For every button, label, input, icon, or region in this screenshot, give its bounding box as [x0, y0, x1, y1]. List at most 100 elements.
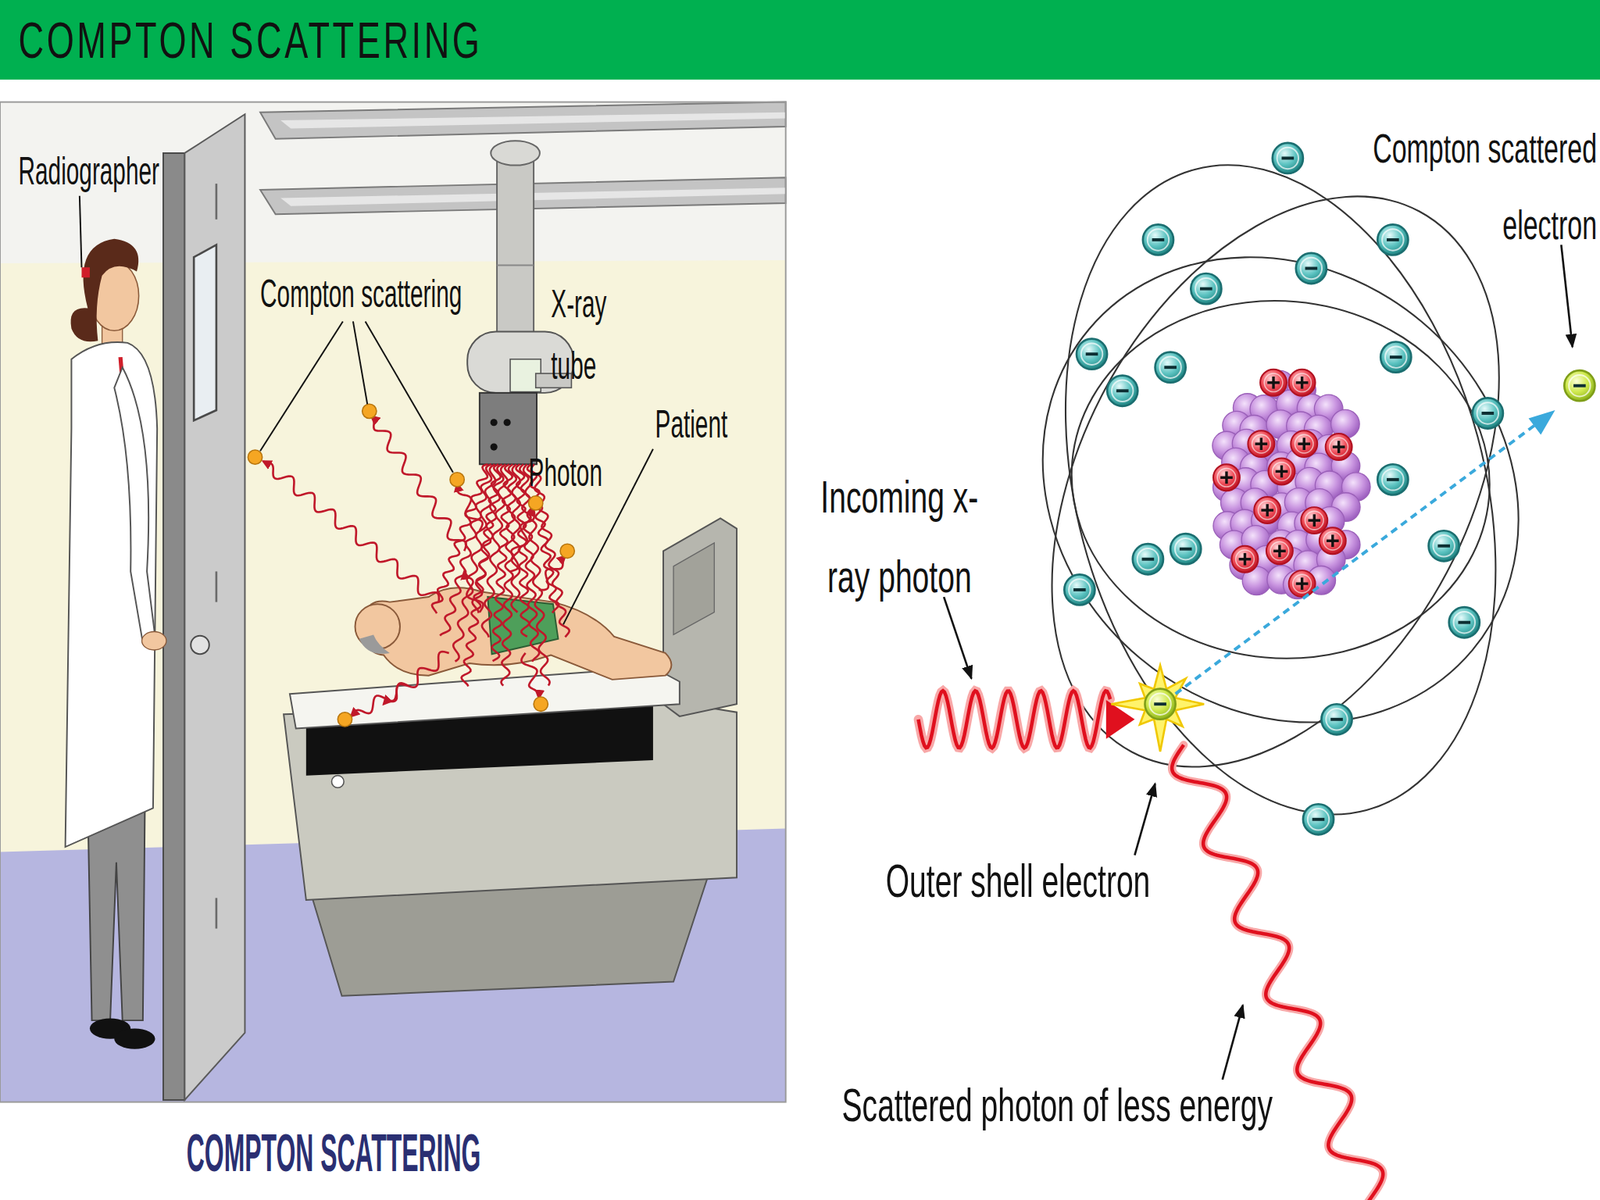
orbital-electron	[1200, 287, 1213, 291]
leader-line	[1134, 783, 1155, 855]
orbital-electron	[1428, 530, 1460, 561]
patient-figure	[359, 634, 390, 654]
nucleus	[1278, 544, 1281, 558]
nucleus	[1270, 542, 1290, 561]
scattered-photon	[510, 507, 535, 572]
orbital-electron	[1428, 530, 1460, 561]
orbital-electron	[1303, 803, 1334, 835]
orbital-electron	[1155, 352, 1186, 383]
orbital-electron	[1321, 703, 1352, 735]
orbital-electron	[1477, 402, 1499, 424]
electron-orbit	[948, 116, 1600, 863]
nucleus	[1305, 510, 1325, 530]
ceiling-light	[280, 112, 786, 129]
photon-beam	[500, 464, 516, 686]
orbital-electron	[1085, 352, 1099, 356]
nucleus	[1292, 574, 1312, 593]
electron-path	[1175, 424, 1536, 694]
nucleus	[1290, 430, 1318, 458]
nucleus	[1272, 462, 1292, 482]
orbital-electron	[1472, 397, 1504, 429]
nucleus	[1260, 437, 1263, 450]
nucleus	[1231, 546, 1258, 573]
orbital-electron	[1325, 708, 1347, 730]
nucleus	[1325, 433, 1353, 461]
nucleus	[1260, 369, 1287, 397]
orbital-electron	[1303, 803, 1334, 835]
orbital-electron	[1481, 411, 1494, 415]
scattered-photon	[371, 416, 466, 551]
orbital-electron	[1385, 346, 1407, 368]
x-ray-tube	[496, 264, 534, 267]
x-ray-tube	[490, 443, 498, 451]
scattered-photon	[383, 651, 450, 704]
orbital-electron	[1321, 703, 1352, 735]
x-ray-tube	[503, 418, 511, 426]
door	[163, 153, 185, 1100]
nucleus	[1289, 570, 1316, 597]
door	[215, 183, 218, 220]
orbital-electron	[1300, 257, 1322, 279]
orbital-electron	[1147, 228, 1169, 250]
part-label: Radiographer	[18, 147, 172, 195]
door	[215, 897, 218, 929]
orbital-electron	[1107, 375, 1138, 407]
photon-beam	[472, 464, 504, 613]
orbital-electron	[1175, 538, 1197, 560]
nucleus	[1289, 369, 1316, 397]
orbital-electron	[1449, 607, 1480, 638]
electron-path	[1110, 370, 1595, 752]
scattered-electron	[247, 403, 575, 727]
nucleus	[1260, 369, 1287, 397]
radiographer-figure	[114, 367, 155, 643]
nucleus	[1329, 437, 1349, 457]
nucleus	[1300, 507, 1328, 534]
photon-beam	[453, 464, 496, 661]
nucleus	[1253, 496, 1281, 524]
leader-line	[79, 196, 1573, 1080]
electron-path	[1153, 702, 1167, 706]
orbital-electron	[1307, 808, 1329, 830]
orbital-electron	[1064, 574, 1095, 605]
radiographer-figure	[65, 342, 158, 847]
nucleus	[1231, 546, 1258, 573]
orbital-electron	[1389, 355, 1403, 359]
x-ray-table	[283, 518, 737, 997]
orbital-electron	[1296, 253, 1327, 284]
nucleus	[1252, 434, 1272, 454]
nucleus	[1280, 465, 1283, 479]
orbital-electron	[1132, 543, 1164, 575]
orbital-electron	[1305, 267, 1318, 271]
photon-beam	[461, 464, 501, 686]
orbital-electron	[1281, 156, 1294, 160]
panel-border	[0, 102, 786, 1103]
orbital-electron	[1296, 253, 1327, 284]
nucleus	[1264, 373, 1283, 393]
slide-title: COMPTON SCATTERING	[18, 12, 499, 70]
part-label: Patient	[655, 400, 743, 448]
electron-path	[1144, 689, 1175, 720]
nucleus	[1331, 534, 1334, 547]
door	[163, 114, 245, 1100]
electron-path	[1573, 384, 1586, 388]
electron-path	[1564, 370, 1595, 401]
orbital-electron	[1064, 574, 1095, 605]
nucleus	[1257, 500, 1277, 520]
nucleus	[1319, 527, 1347, 554]
x-ray-tube	[496, 153, 534, 335]
electron-path	[1149, 693, 1171, 715]
nucleus	[1217, 468, 1236, 488]
scattered-electron	[528, 496, 543, 511]
scattered-photon	[521, 653, 539, 698]
leader-line	[1560, 244, 1572, 347]
nucleus	[1235, 550, 1255, 569]
orbital-electron	[1076, 339, 1108, 370]
orbital-electron	[1190, 273, 1222, 304]
orbital-electron	[1190, 273, 1222, 304]
radiographer-figure	[142, 631, 167, 650]
orbital-electron	[1472, 397, 1504, 429]
nucleus	[1253, 496, 1281, 524]
scattered-photon-wave	[1171, 744, 1383, 1200]
radiographer-figure	[114, 1028, 155, 1050]
